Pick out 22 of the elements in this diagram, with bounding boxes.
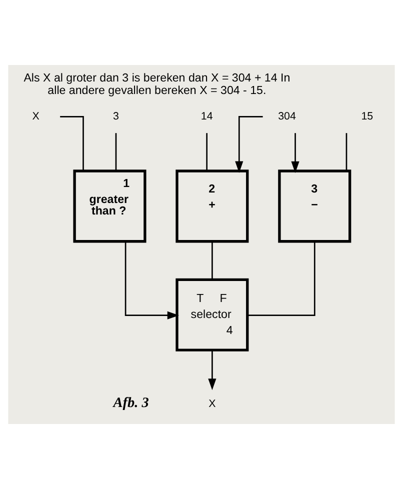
arrow <box>124 241 179 319</box>
caption: Afb. 3 <box>113 394 149 410</box>
arrow <box>235 116 263 172</box>
node-box: 2 + <box>176 169 249 242</box>
node-box: T F selector 4 <box>176 278 249 351</box>
node-box: 3 − <box>278 169 352 242</box>
node-text: 15 <box>361 110 374 122</box>
connector <box>247 241 316 316</box>
connector <box>115 132 117 170</box>
node-box: 1 greater than ? <box>73 169 146 242</box>
node-text: 3 <box>113 110 119 122</box>
node-text: X <box>32 110 40 122</box>
connector <box>206 132 208 170</box>
arrow <box>208 350 216 390</box>
node-text: 14 <box>200 110 213 122</box>
node-text: 304 <box>278 110 296 122</box>
arrow <box>291 132 300 172</box>
node-text: X <box>208 398 216 410</box>
connector <box>60 116 84 170</box>
diagram-title: Als X al groter dan 3 is bereken dan X = 304 + 14 In alle andere gevallen bereken X = 304 - 15. <box>24 72 290 96</box>
connector <box>212 240 213 279</box>
connector <box>346 132 348 170</box>
